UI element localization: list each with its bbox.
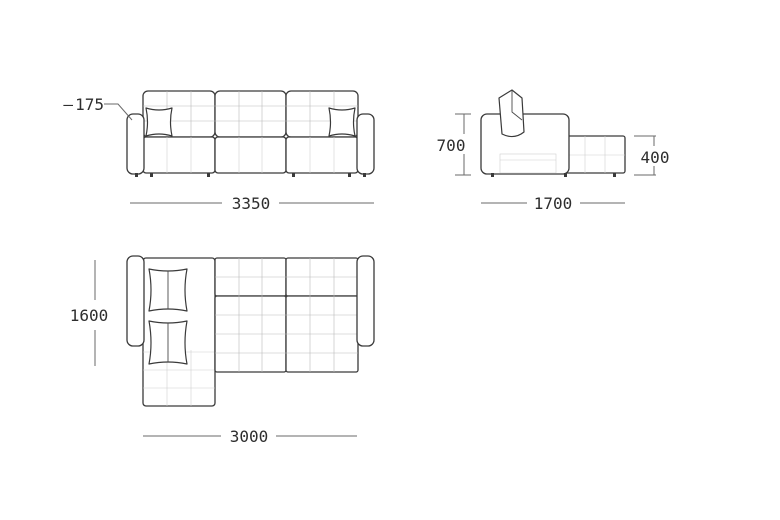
seat-height-label: 400 [641, 148, 670, 167]
plan-seat-quilting [215, 258, 358, 372]
arm-width-dash: – [63, 95, 73, 114]
front-foot [207, 173, 210, 177]
side-depth-label: 1700 [534, 194, 573, 213]
front-foot [292, 173, 295, 177]
arm-width-label: 175 [75, 95, 104, 114]
dimension-side-depth: 1700 [481, 194, 625, 213]
side-foot [564, 173, 567, 177]
front-seat-base-right [285, 136, 359, 174]
front-armrest-left [126, 113, 145, 175]
side-foot [613, 173, 616, 177]
dimension-plan-depth: 1600 [70, 260, 109, 366]
front-seat-base-left [142, 136, 216, 174]
front-seat-base-middle [214, 136, 287, 174]
front-view [126, 90, 375, 177]
plan-armrest-right [356, 255, 375, 347]
dimension-front-length: 3350 [130, 194, 374, 213]
side-view [480, 89, 626, 177]
front-pillow-right [328, 107, 356, 137]
side-chaise [564, 135, 626, 174]
front-armrest-right [356, 113, 375, 175]
front-foot [135, 173, 138, 177]
front-foot [363, 173, 366, 177]
dimension-plan-length: 3000 [143, 427, 357, 446]
dimension-height: 700 [434, 113, 471, 176]
side-foot [491, 173, 494, 177]
dimension-arm-width: 175 – [63, 95, 133, 121]
side-body-detail [499, 153, 557, 174]
front-pillow-left [145, 107, 173, 137]
side-chaise-quilting [565, 136, 625, 173]
front-seat-quilting [166, 137, 335, 173]
plan-depth-label: 1600 [70, 306, 109, 325]
front-foot [150, 173, 153, 177]
front-foot [348, 173, 351, 177]
front-back-cushion-middle [214, 90, 287, 138]
dimension-seat-height: 400 [634, 135, 672, 176]
plan-length-label: 3000 [230, 427, 269, 446]
plan-armrest-left [126, 255, 145, 347]
front-length-label: 3350 [232, 194, 271, 213]
side-headrest [498, 89, 525, 138]
height-label: 700 [437, 136, 466, 155]
plan-view [126, 255, 375, 407]
